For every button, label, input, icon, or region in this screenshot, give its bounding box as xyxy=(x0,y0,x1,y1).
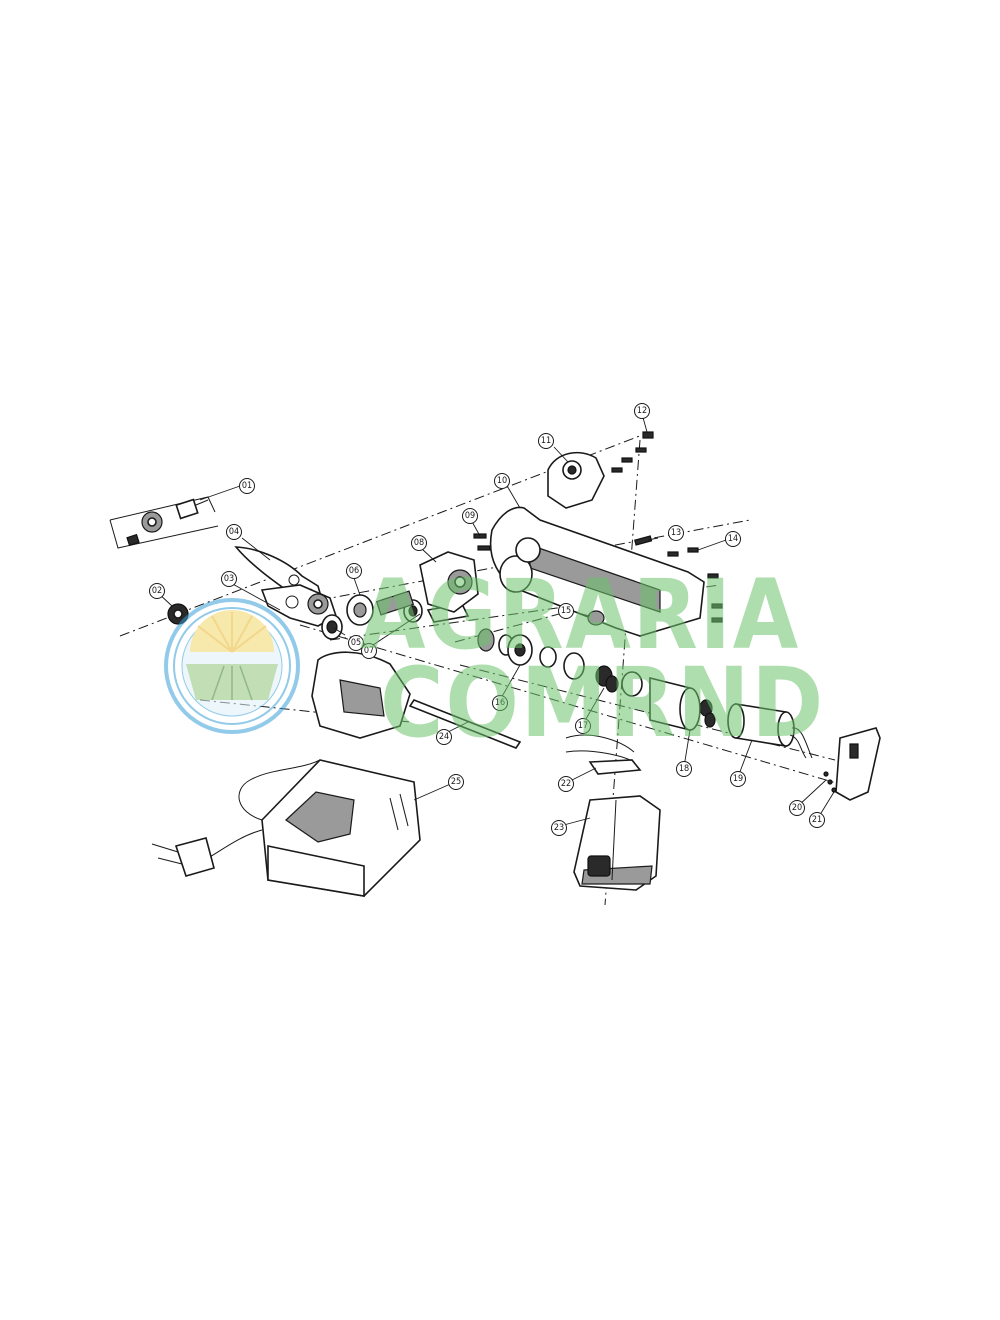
watermark-line2: COMRND xyxy=(380,647,825,759)
callout-17-label: 17 xyxy=(578,721,588,731)
part-08-motor-plate xyxy=(419,533,491,613)
callout-07: 07 xyxy=(361,643,377,659)
callout-09: 09 xyxy=(462,508,478,524)
callout-03-label: 03 xyxy=(224,574,234,584)
callout-06: 06 xyxy=(346,563,362,579)
part-23-battery xyxy=(573,795,661,891)
callout-12-label: 12 xyxy=(637,406,647,416)
watermark-text: AGRARIA COMRND xyxy=(360,559,825,759)
part-25-charger xyxy=(151,759,421,897)
callout-14: 14 xyxy=(725,531,741,547)
callout-13-label: 13 xyxy=(671,528,681,538)
callout-16-label: 16 xyxy=(495,698,505,708)
callout-05-label: 05 xyxy=(351,638,361,648)
callout-07-label: 07 xyxy=(364,646,374,656)
part-18-motor xyxy=(649,676,716,732)
part-11-gear-cover xyxy=(547,447,647,509)
callout-24-label: 24 xyxy=(439,732,449,742)
callout-25: 25 xyxy=(448,774,464,790)
callout-09-label: 09 xyxy=(465,511,475,521)
part-20-21-contact-plate xyxy=(823,727,881,801)
callout-25-label: 25 xyxy=(451,777,461,787)
callout-10-label: 10 xyxy=(497,476,507,486)
part-19-motor-can xyxy=(727,703,813,759)
callout-17: 17 xyxy=(575,718,591,734)
callout-04-label: 04 xyxy=(229,527,239,537)
callout-24: 24 xyxy=(436,729,452,745)
callout-05: 05 xyxy=(348,635,364,651)
callout-18-label: 18 xyxy=(679,764,689,774)
part-22-switch-wiring xyxy=(565,734,642,775)
callout-06-label: 06 xyxy=(349,566,359,576)
part-17-gear-set xyxy=(595,665,643,697)
callout-10: 10 xyxy=(494,473,510,489)
part-01-gear-kit xyxy=(109,496,219,549)
watermark-seal-logo xyxy=(164,598,300,734)
part-15-knob xyxy=(587,610,605,626)
callout-01: 01 xyxy=(239,478,255,494)
callout-11: 11 xyxy=(538,433,554,449)
part-16-gear-train xyxy=(477,628,585,680)
callout-23: 23 xyxy=(551,820,567,836)
callout-20-label: 20 xyxy=(792,803,802,813)
callout-22-label: 22 xyxy=(561,779,571,789)
part-front-cover xyxy=(311,651,411,739)
part-05-06-bearings xyxy=(321,594,423,640)
callout-14-label: 14 xyxy=(728,534,738,544)
callout-19-label: 19 xyxy=(733,774,743,784)
callout-22: 22 xyxy=(558,776,574,792)
callout-13: 13 xyxy=(668,525,684,541)
callout-08: 08 xyxy=(411,535,427,551)
callout-19: 19 xyxy=(730,771,746,787)
callout-16: 16 xyxy=(492,695,508,711)
callout-15: 15 xyxy=(558,603,574,619)
callout-12: 12 xyxy=(634,403,650,419)
callout-01-label: 01 xyxy=(242,481,252,491)
callout-21: 21 xyxy=(809,812,825,828)
callout-11-label: 11 xyxy=(541,436,551,446)
callout-02: 02 xyxy=(149,583,165,599)
callout-04: 04 xyxy=(226,524,242,540)
callout-08-label: 08 xyxy=(414,538,424,548)
part-10-main-housing xyxy=(489,506,705,637)
callout-15-label: 15 xyxy=(561,606,571,616)
callout-21-label: 21 xyxy=(812,815,822,825)
callout-23-label: 23 xyxy=(554,823,564,833)
callout-03: 03 xyxy=(221,571,237,587)
watermark-line1: AGRARIA xyxy=(360,559,800,671)
callout-02-label: 02 xyxy=(152,586,162,596)
callout-18: 18 xyxy=(676,761,692,777)
part-12-13-14-fasteners xyxy=(634,431,723,623)
callout-20: 20 xyxy=(789,800,805,816)
